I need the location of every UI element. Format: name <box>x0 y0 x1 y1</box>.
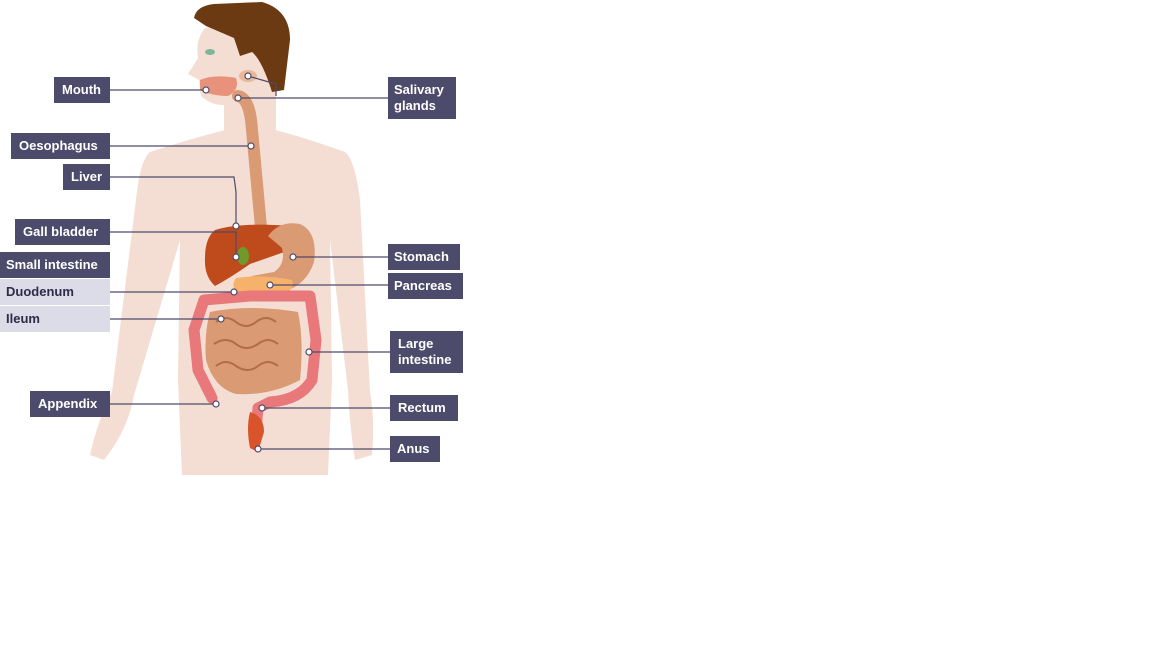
label-duodenum: Duodenum <box>0 279 110 305</box>
label-stomach: Stomach <box>388 244 460 270</box>
dot-pancreas <box>266 281 274 289</box>
dot-stomach <box>289 253 297 261</box>
dot-large-intestine <box>305 348 313 356</box>
dot-duodenum <box>230 288 238 296</box>
dot-appendix <box>212 400 220 408</box>
leader-gall-bladder <box>110 231 237 257</box>
leader-salivary-2 <box>247 75 277 96</box>
label-pancreas: Pancreas <box>388 273 463 299</box>
dot-mouth <box>202 86 210 94</box>
leader-liver <box>110 176 237 226</box>
label-small-intestine: Small intestine <box>0 252 110 278</box>
label-salivary-glands: Salivary glands <box>388 77 456 119</box>
large-intestine-shape <box>188 290 322 436</box>
small-intestine-coils <box>213 317 279 371</box>
label-gall-bladder: Gall bladder <box>15 219 110 245</box>
label-anus: Anus <box>390 436 440 462</box>
dot-anus <box>254 445 262 453</box>
leader-lines <box>110 75 390 450</box>
label-oesophagus: Oesophagus <box>11 133 110 159</box>
dot-gall-bladder <box>232 253 240 261</box>
dot-salivary-2 <box>244 72 252 80</box>
small-intestine-shape <box>205 308 302 395</box>
label-liver: Liver <box>63 164 110 190</box>
dot-salivary <box>234 94 242 102</box>
label-ileum: Ileum <box>0 306 110 332</box>
label-appendix: Appendix <box>30 391 110 417</box>
dot-ileum <box>217 315 225 323</box>
dot-liver <box>232 222 240 230</box>
label-mouth: Mouth <box>54 77 110 103</box>
gall-bladder-shape <box>237 247 249 265</box>
rectum-shape <box>248 412 264 452</box>
label-rectum: Rectum <box>390 395 458 421</box>
liver-shape <box>204 224 295 286</box>
dot-rectum <box>258 404 266 412</box>
dot-oesophagus <box>247 142 255 150</box>
pointer-dots <box>202 72 313 453</box>
label-large-intestine: Large intestine <box>390 331 463 373</box>
